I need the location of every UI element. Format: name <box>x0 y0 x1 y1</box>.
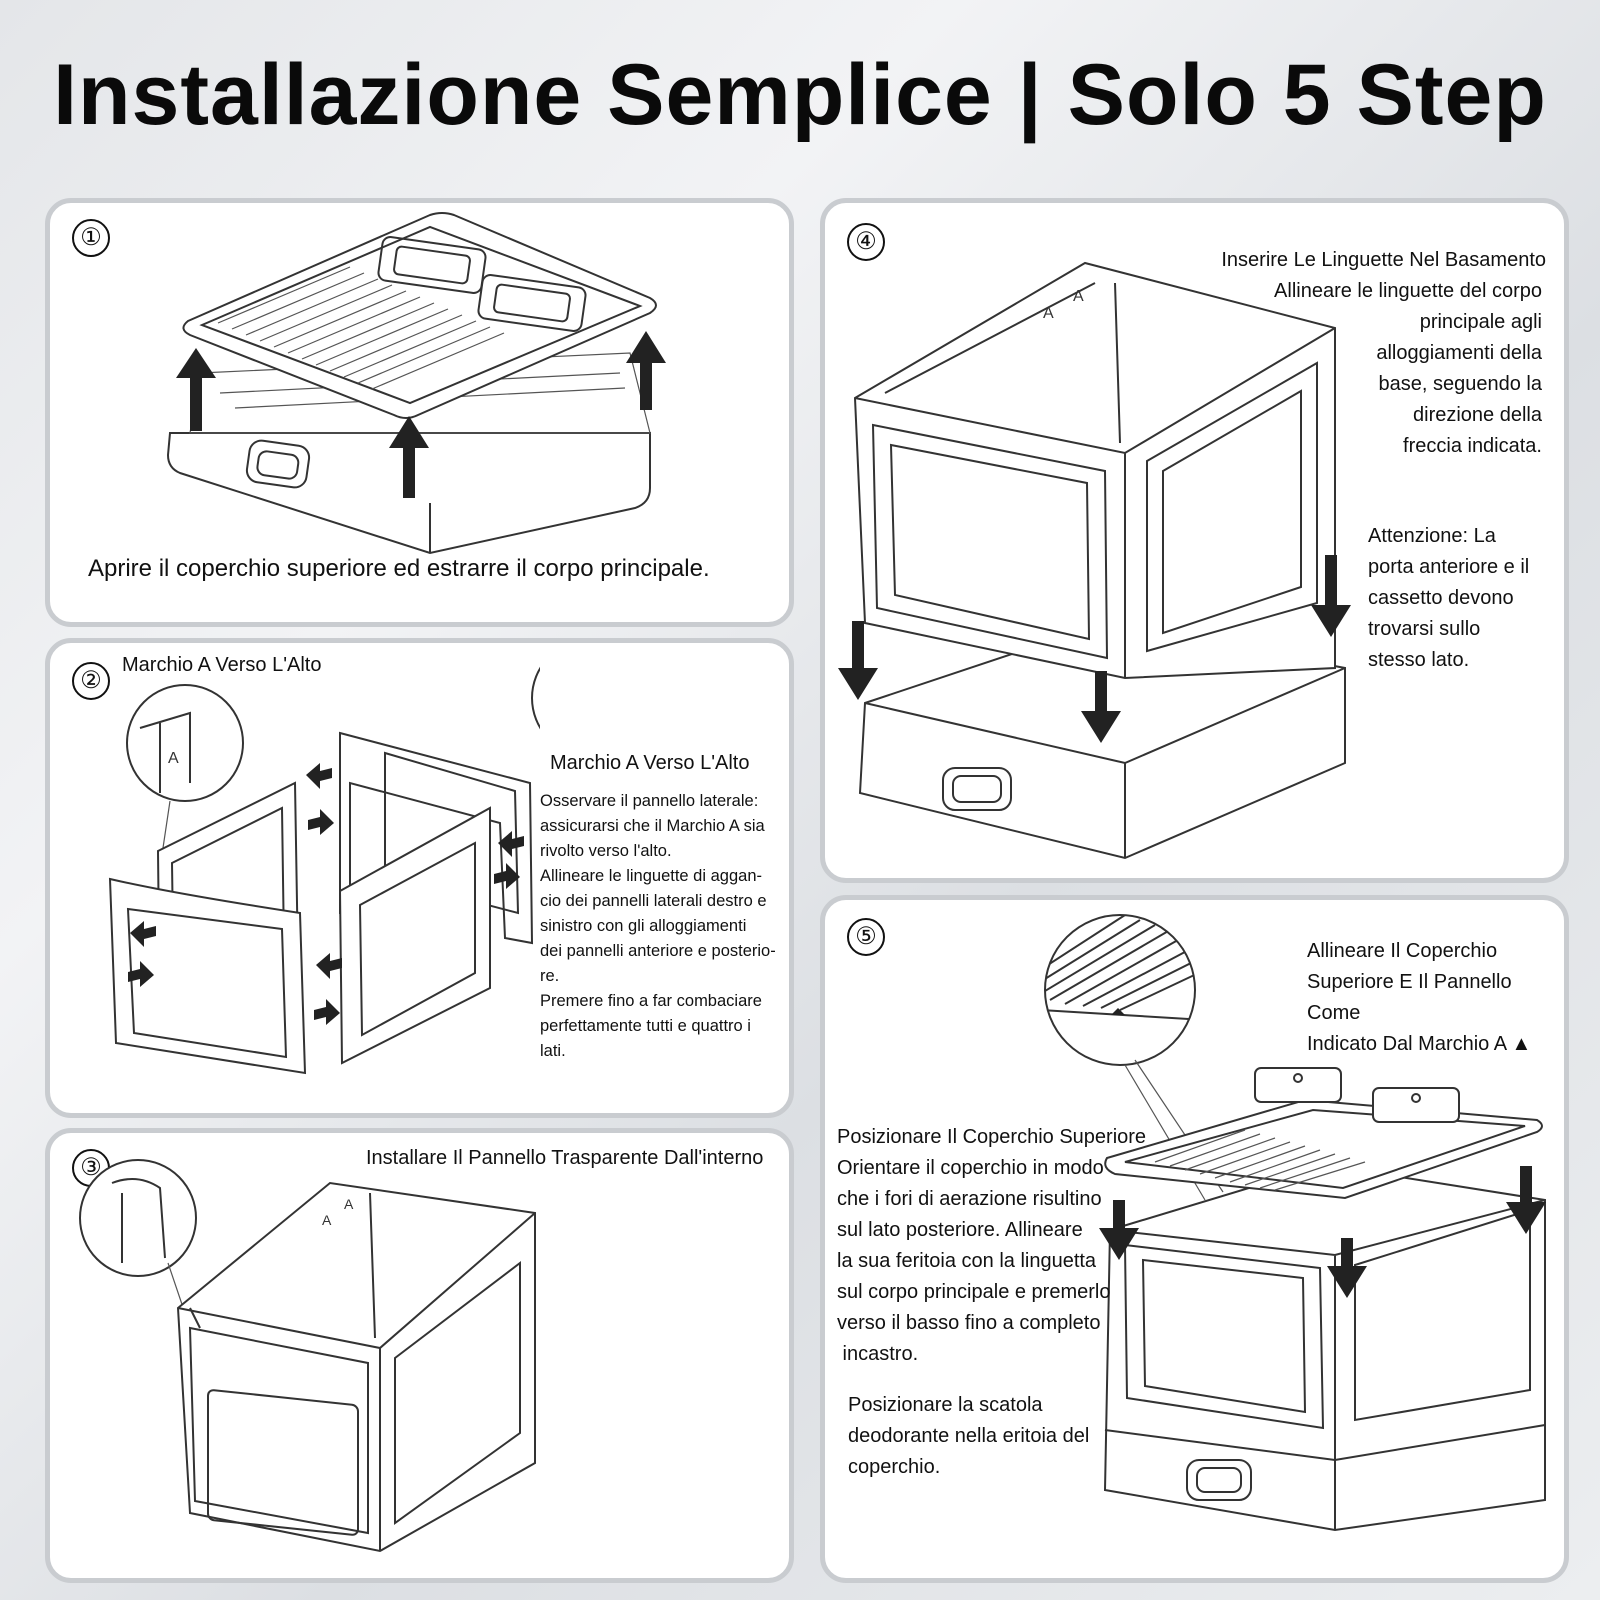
step-2-mark-label-right: Marchio A Verso L'Alto <box>550 752 750 774</box>
arrow-right-icon <box>128 809 520 1025</box>
step-5-deodorant-note: Posizionare la scatola deodorante nella … <box>848 1394 1090 1478</box>
step-3-panel: ③ Installare Il Pannello Trasparente Dal… <box>45 1128 794 1583</box>
arrow-down-icon <box>1099 1200 1139 1260</box>
step-4-number: ④ <box>847 223 885 261</box>
mark-triangle-icon <box>1111 1008 1125 1015</box>
step-4-note: Attenzione: La porta anteriore e il cass… <box>1368 525 1530 671</box>
step-5-align-note: Allineare Il Coperchio Superiore E Il Pa… <box>1307 940 1532 1055</box>
step-3-illustration: A A <box>50 1133 794 1583</box>
step-1-panel: ① Aprire <box>45 198 794 627</box>
step-4-illustration: A A <box>838 203 1351 883</box>
step-2-panel: ② Marchio A Verso L'Alto Marchio A Verso… <box>45 638 794 1118</box>
step-5-panel: ⑤ <box>820 895 1569 1583</box>
mark-a-label: A <box>344 1196 354 1212</box>
mark-a-label: A <box>168 750 179 767</box>
arrow-down-icon <box>1081 671 1121 743</box>
arrow-down-icon <box>1506 1166 1546 1234</box>
step-2-number: ② <box>72 662 110 700</box>
step-4-heading: Inserire Le Linguette Nel Basamento <box>1221 249 1546 271</box>
mark-a-label: A <box>1043 305 1054 322</box>
arrow-up-icon <box>626 331 666 410</box>
step-4-instructions: Allineare le linguette del corpo princip… <box>1274 280 1542 457</box>
step-5-illustration <box>825 900 1546 1583</box>
arrow-up-icon <box>176 348 216 431</box>
lid-vent-slots <box>1155 1130 1365 1190</box>
step-1-caption: Aprire il coperchio superiore ed estrarr… <box>88 555 710 582</box>
step-2-illustration: A <box>50 643 540 1118</box>
arrow-left-icon <box>130 763 524 979</box>
step-5-number: ⑤ <box>847 918 885 956</box>
page-title: Installazione Semplice | Solo 5 Step <box>53 47 1547 143</box>
arrow-down-icon <box>838 621 878 700</box>
step-1-number: ① <box>72 219 110 257</box>
step-4-panel: ④ A A Inserire Le Linguette Nel Basament… <box>820 198 1569 883</box>
step-1-illustration <box>50 203 666 627</box>
step-5-heading: Posizionare Il Coperchio Superiore <box>837 1126 1147 1148</box>
arrow-up-icon <box>389 416 429 498</box>
step-5-instructions: Orientare il coperchio in modo che i for… <box>837 1157 1111 1365</box>
step-2-mark-label-left: Marchio A Verso L'Alto <box>122 654 322 676</box>
arrow-down-icon <box>1327 1238 1367 1298</box>
step-2-instructions: Osservare il pannello laterale: assicura… <box>540 792 776 1060</box>
arrow-down-icon <box>1311 555 1351 637</box>
lid-vent-slots <box>218 267 504 389</box>
mark-a-label: A <box>322 1212 332 1228</box>
mark-a-label: A <box>1073 288 1084 305</box>
step-3-caption: Installare Il Pannello Trasparente Dall'… <box>366 1147 764 1169</box>
